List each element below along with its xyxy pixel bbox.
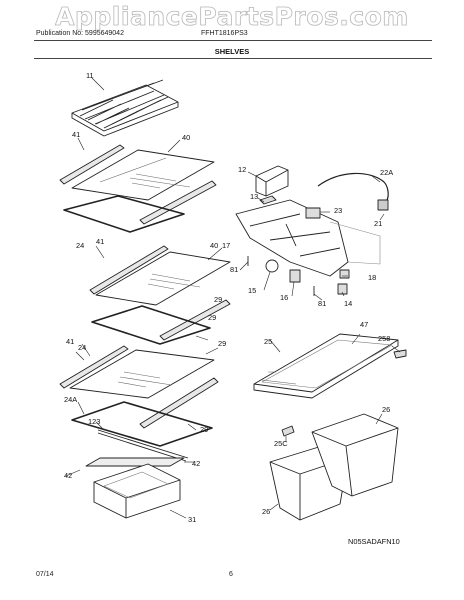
label-11: 11 [86,71,94,80]
label-258: 258 [378,334,390,343]
light-socket [289,269,301,283]
label-21: 21 [374,219,382,228]
label-15: 15 [248,286,256,295]
wire-harness [317,172,389,203]
label-25: 25 [264,337,272,346]
label-24: 24 [78,343,86,352]
publication-number: Publication No: 5995649042 [36,30,124,37]
header-rule [34,40,432,41]
label-81: 81 [230,265,238,274]
label-41: 41 [66,337,74,346]
label-23: 23 [334,206,342,215]
label-42: 42 [192,459,200,468]
label-24: 24 [76,241,84,250]
control-bracket [259,195,277,205]
shelf-frame [71,401,213,447]
shelf-trim [159,299,231,341]
thermostat [305,207,321,219]
label-29: 29 [218,339,226,348]
label-25c: 25C [274,439,288,448]
crisper-pan [93,463,181,519]
footer-date: 07/14 [36,571,54,578]
label-24a: 24A [64,395,77,404]
glass-shelf [95,251,231,306]
control-housing [255,165,289,197]
label-17: 17 [222,241,230,250]
shelf-trim [59,345,129,389]
label-31: 31 [188,515,196,524]
shelf-trim [89,245,169,295]
label-16: 16 [280,293,288,302]
label-47: 47 [360,320,368,329]
page-number: 6 [229,571,233,578]
label-26: 26 [382,405,390,414]
rail [97,429,189,462]
shelf-trim [139,180,217,225]
label-12: 12 [238,165,246,174]
label-41: 41 [96,237,104,246]
shelf-trim [59,144,125,185]
crisper-drawer [311,413,399,497]
drawer-slide [281,425,295,437]
shelf-frame [63,195,185,233]
crisper-cover [253,333,399,399]
clip [339,269,350,279]
model-number: FFHT1816PS3 [201,30,248,37]
label-81: 81 [318,299,326,308]
cover-clip [393,349,407,359]
label-123: 123 [88,417,100,426]
label-40: 40 [210,241,218,250]
label-18: 18 [368,273,376,282]
light-bulb [265,259,279,273]
control-body [235,199,381,277]
section-title: SHELVES [214,47,250,56]
label-42: 42 [64,471,72,480]
label-29: 29 [208,313,216,322]
pan-cover [85,457,185,467]
label-14: 14 [344,299,352,308]
label-29: 29 [214,295,222,304]
watermark-logo: AppliancePartsPros.com [55,2,409,32]
title-rule [34,58,432,59]
diagram-code: N05SADAFN10 [348,537,400,546]
label-40: 40 [182,133,190,142]
label-29: 29 [200,425,208,434]
connector [377,199,389,211]
wire-shelf [71,79,179,137]
label-13: 13 [250,192,258,201]
label-26: 26 [262,507,270,516]
glass-shelf [69,349,215,399]
label-41: 41 [72,130,80,139]
switch [337,283,348,295]
glass-shelf [71,149,215,201]
label-22a: 22A [380,168,393,177]
shelf-frame [91,305,211,345]
shelf-trim [139,377,219,429]
